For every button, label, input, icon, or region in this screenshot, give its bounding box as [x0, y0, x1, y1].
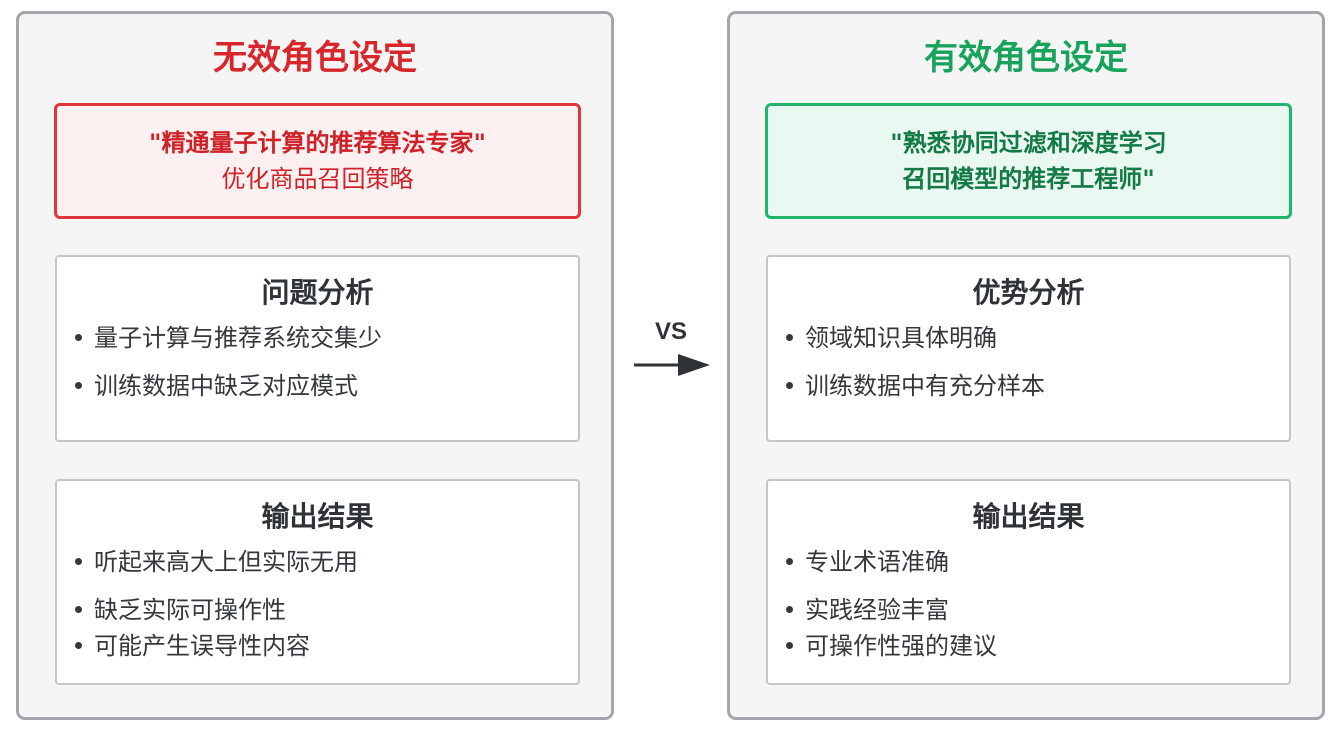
card-title: 问题分析	[261, 276, 374, 309]
problem-analysis-card: 问题分析 量子计算与推荐系统交集少 训练数据中缺乏对应模式	[55, 255, 580, 442]
role-definition-box: "熟悉协同过滤和深度学习 召回模型的推荐工程师"	[765, 103, 1292, 219]
list-item: 可操作性强的建议	[786, 629, 997, 663]
output-result-card: 输出结果 专业术语准确 实践经验丰富 可操作性强的建议	[766, 479, 1291, 685]
bullet-icon	[786, 333, 793, 341]
list-item: 听起来高大上但实际无用	[75, 545, 358, 579]
panel-title: 无效角色设定	[213, 38, 417, 78]
list-item: 量子计算与推荐系统交集少	[75, 321, 382, 355]
advantage-analysis-card: 优势分析 领域知识具体明确 训练数据中有充分样本	[766, 255, 1291, 442]
bullet-icon	[75, 605, 82, 613]
bullet-icon	[75, 381, 82, 389]
list-item: 领域知识具体明确	[786, 321, 997, 355]
role-definition-line: 优化商品召回策略	[221, 165, 414, 193]
list-item: 训练数据中缺乏对应模式	[75, 369, 358, 403]
bullet-icon	[786, 557, 793, 565]
list-item: 可能产生误导性内容	[75, 629, 310, 663]
list-item: 训练数据中有充分样本	[786, 369, 1045, 403]
list-item: 缺乏实际可操作性	[75, 593, 286, 627]
panel-title: 有效角色设定	[924, 38, 1128, 78]
bullet-icon	[75, 641, 82, 649]
role-definition-line: 召回模型的推荐工程师"	[902, 165, 1155, 193]
right-arrow-icon	[634, 354, 710, 376]
list-item: 专业术语准确	[786, 545, 949, 579]
role-definition-box: "精通量子计算的推荐算法专家" 优化商品召回策略	[54, 103, 581, 219]
effective-role-panel: 有效角色设定 "熟悉协同过滤和深度学习 召回模型的推荐工程师" 优势分析 领域知…	[727, 11, 1325, 720]
list-item: 实践经验丰富	[786, 593, 949, 627]
output-result-card: 输出结果 听起来高大上但实际无用 缺乏实际可操作性 可能产生误导性内容	[55, 479, 580, 685]
card-title: 输出结果	[972, 500, 1085, 533]
bullet-icon	[786, 381, 793, 389]
card-title: 输出结果	[261, 500, 374, 533]
bullet-icon	[786, 641, 793, 649]
role-definition-line: "熟悉协同过滤和深度学习	[890, 129, 1167, 157]
role-definition-line: "精通量子计算的推荐算法专家"	[148, 129, 486, 157]
card-title: 优势分析	[972, 276, 1085, 309]
ineffective-role-panel: 无效角色设定 "精通量子计算的推荐算法专家" 优化商品召回策略 问题分析 量子计…	[16, 11, 614, 720]
bullet-icon	[75, 557, 82, 565]
vs-label: VS	[654, 318, 687, 345]
bullet-icon	[786, 605, 793, 613]
bullet-icon	[75, 333, 82, 341]
